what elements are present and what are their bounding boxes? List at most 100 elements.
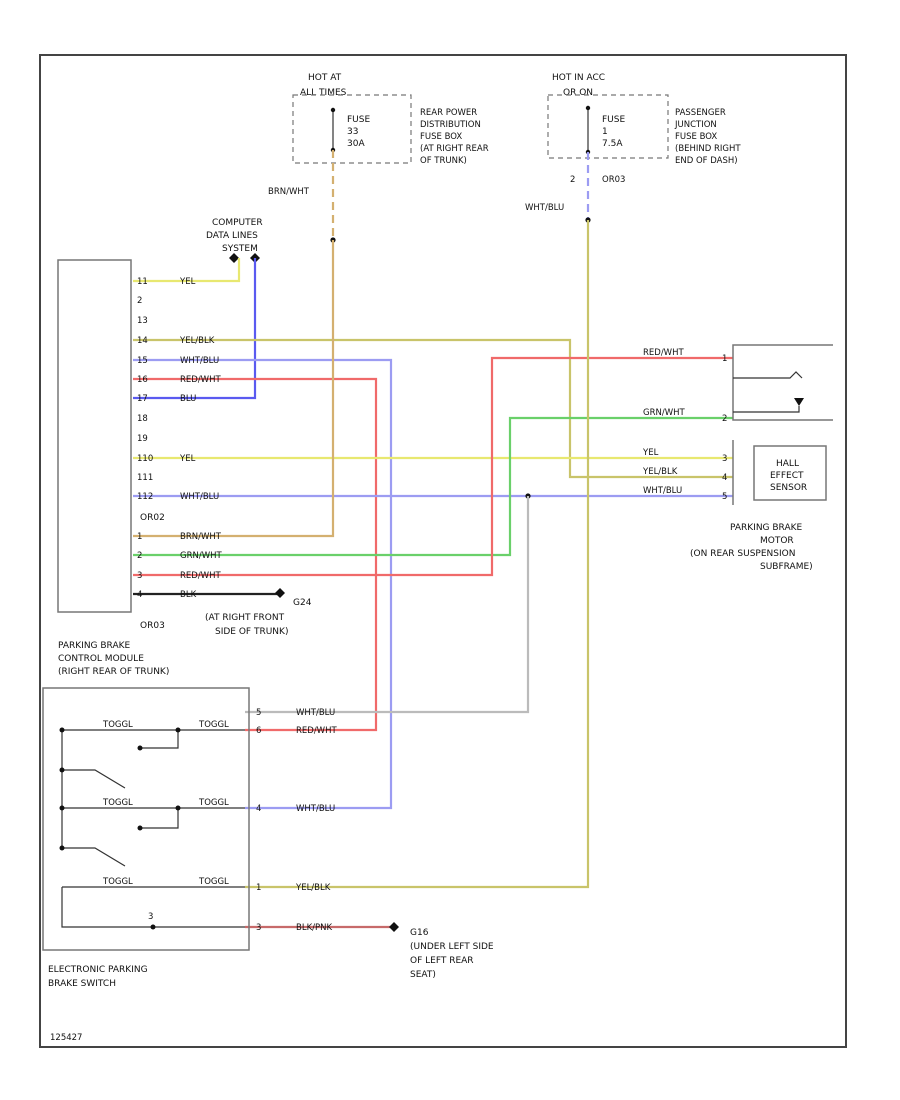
electronic-parking-brake-switch: TOGGL TOGGL TOGGL TOGGL TOGGL TOGGL 3 EL…: [42, 687, 337, 989]
module-label-3: (RIGHT REAR OF TRUNK): [58, 667, 169, 677]
rear-fuse-box-desc-5: OF TRUNK): [420, 156, 467, 166]
fuse-1-rating: 7.5A: [602, 139, 623, 149]
parking-brake-control-module: OR02 OR03 PARKING BRAKE CONTROL MODULE (…: [57, 259, 223, 677]
switch-pin-5: 5: [256, 708, 261, 718]
contact-label-4: TOGGL: [198, 798, 229, 808]
hall-sensor-label-2: EFFECT: [770, 471, 804, 481]
motor-label-4: SUBFRAME): [760, 562, 813, 572]
module-pin-16: 16: [137, 375, 148, 385]
contact-label-3: TOGGL: [102, 798, 133, 808]
computer-data-lines: COMPUTER DATA LINES SYSTEM: [206, 218, 263, 263]
wires-layer: [133, 150, 733, 929]
module-pin-112: 112: [137, 492, 153, 502]
all-times-label: ALL TIMES: [300, 88, 347, 98]
motor-winding-icon: [794, 398, 804, 406]
module-pin-110: 110: [137, 454, 153, 464]
motor-label-3: (ON REAR SUSPENSION: [690, 549, 795, 559]
switch-node-1: [59, 727, 65, 733]
module-wire-label: WHT/BLU: [180, 356, 219, 366]
wire-grn-wht-motor: [133, 416, 733, 557]
data-lines-diamond-left-icon: [229, 253, 239, 263]
diagram-id: 125427: [50, 1033, 82, 1043]
motor-wire-label: YEL: [642, 448, 659, 458]
brn-wht-feed-label: BRN/WHT: [268, 187, 310, 197]
rear-fuse-box-desc-4: (AT RIGHT REAR: [420, 144, 489, 154]
wire-red-wht-motor: [133, 356, 733, 577]
hall-sensor-label-1: HALL: [776, 459, 799, 469]
wire-brn-wht-module: [133, 240, 335, 538]
module-wire-label: RED/WHT: [180, 375, 221, 385]
switch-wire-label: YEL/BLK: [295, 883, 331, 893]
rear-fuse-box-desc-2: DISTRIBUTION: [420, 120, 481, 130]
ground-g24-icon: [275, 588, 285, 598]
wire-wht-blu-to-switch4: [133, 358, 393, 810]
contact-label-5: TOGGL: [102, 877, 133, 887]
module-wire-label: BLK: [180, 590, 197, 600]
switch-pin-1: 1: [256, 883, 261, 893]
ground-g24: G24 (AT RIGHT FRONT SIDE OF TRUNK): [205, 588, 312, 637]
motor-wire-label: WHT/BLU: [643, 486, 682, 496]
hall-effect-sensor-box: [753, 445, 827, 501]
switch-internal-pin: 3: [148, 912, 153, 922]
module-wire-label: BRN/WHT: [180, 532, 222, 542]
hall-sensor-label-3: SENSOR: [770, 483, 807, 493]
rear-fuse-box-desc-3: FUSE BOX: [420, 132, 462, 142]
module-pin-2: 2: [137, 551, 142, 561]
module-pin-17: 17: [137, 394, 148, 404]
module-wire-label: WHT/BLU: [180, 492, 219, 502]
contact-label-1: TOGGL: [102, 720, 133, 730]
fuse-1-number: 1: [602, 127, 608, 137]
switch-contact-row-4: [61, 887, 245, 928]
wire-yel-blk-switch1: [245, 220, 590, 889]
fuse-1-name: FUSE: [602, 115, 625, 125]
passenger-fuse-box-desc-3: FUSE BOX: [675, 132, 717, 142]
motor-upper-contact: [733, 371, 803, 379]
hot-at-label: HOT AT: [308, 73, 342, 83]
module-label-1: PARKING BRAKE: [58, 641, 131, 651]
motor-pin-1: 1: [722, 354, 727, 364]
module-wire-label: YEL: [179, 454, 196, 464]
module-pin-111: 111: [137, 473, 153, 483]
hot-in-acc-label: HOT IN ACC: [552, 73, 605, 83]
passenger-fuse-box-desc-4: (BEHIND RIGHT: [675, 144, 741, 154]
data-lines-title-1: COMPUTER: [212, 218, 263, 228]
ground-g16-location-1: (UNDER LEFT SIDE: [410, 942, 494, 952]
rear-fuse-box-outline: [292, 94, 412, 164]
contact-label-6: TOGGL: [198, 877, 229, 887]
switch-label-2: BRAKE SWITCH: [48, 979, 116, 989]
motor-wire-label: YEL/BLK: [642, 467, 678, 477]
fuse-33-name: FUSE: [347, 115, 370, 125]
ground-g16-location-3: SEAT): [410, 970, 436, 980]
switch-label-1: ELECTRONIC PARKING: [48, 965, 148, 975]
motor-pin-3: 3: [722, 454, 727, 464]
switch-node-2: [175, 727, 181, 733]
fuse-1-top-dot: [585, 105, 591, 111]
module-wire-label: BLU: [180, 394, 196, 404]
passenger-fuse-box-outline: [547, 94, 669, 159]
module-connector-or02: OR02: [140, 513, 165, 523]
or-on-label: OR ON: [563, 88, 593, 98]
module-wire-label: YEL: [179, 277, 196, 287]
motor-wire-label: GRN/WHT: [643, 408, 686, 418]
motor-label-2: MOTOR: [760, 536, 794, 546]
fuse-33-number: 33: [347, 127, 358, 137]
switch-pin-3: 3: [256, 923, 261, 933]
module-wire-label: YEL/BLK: [179, 336, 215, 346]
switch-wire-label: BLK/PNK: [296, 923, 332, 933]
module-pin-4: 4: [137, 590, 142, 600]
motor-pin-2: 2: [722, 414, 727, 424]
switch-wire-label: WHT/BLU: [296, 804, 335, 814]
motor-pin-4: 4: [722, 473, 727, 483]
wht-blu-feed-label: WHT/BLU: [525, 203, 564, 213]
switch-body: [42, 687, 250, 951]
motor-pin-5: 5: [722, 492, 727, 502]
wire-yel-data-line: [133, 258, 241, 283]
module-pin-1: 1: [137, 532, 142, 542]
module-pin-11: 11: [137, 277, 148, 287]
switch-contact-row-2b: [140, 808, 179, 829]
contact-label-2: TOGGL: [198, 720, 229, 730]
or03-pin-label: 2: [570, 175, 575, 185]
ground-g24-name: G24: [293, 598, 312, 608]
or03-connector-label: OR03: [602, 175, 625, 185]
